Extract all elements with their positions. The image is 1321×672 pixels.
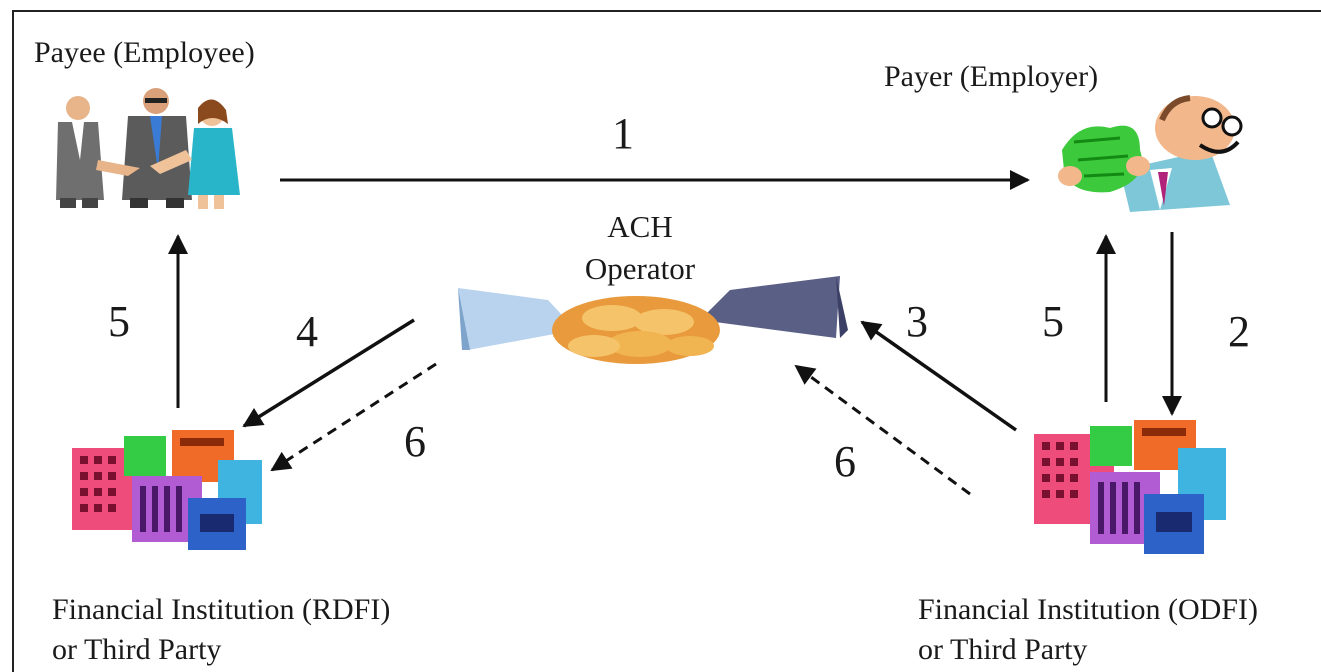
odfi-label-line1: Financial Institution (ODFI) bbox=[918, 593, 1258, 626]
odfi-buildings-icon bbox=[1034, 420, 1226, 554]
rdfi-buildings-icon bbox=[72, 430, 262, 550]
step-3-label: 3 bbox=[906, 297, 928, 346]
ach-label-line2: Operator bbox=[584, 251, 696, 286]
step-6-left-label: 6 bbox=[404, 417, 426, 466]
payee-people-icon bbox=[56, 88, 240, 209]
rdfi-label-line2: or Third Party bbox=[52, 633, 222, 666]
arrow-step-3 bbox=[860, 320, 1018, 432]
step-6-right-label: 6 bbox=[834, 437, 856, 486]
arrow-step-6-right bbox=[794, 364, 971, 496]
rdfi-label-line1: Financial Institution (RDFI) bbox=[52, 593, 391, 626]
ach-label-line1: ACH bbox=[607, 209, 673, 244]
payer-money-icon bbox=[1058, 95, 1243, 212]
step-2-label: 2 bbox=[1228, 307, 1250, 356]
payee-title: Payee (Employee) bbox=[34, 36, 255, 69]
step-4-label: 4 bbox=[296, 307, 318, 356]
ach-operator-label: ACH Operator bbox=[570, 206, 710, 290]
arrow-step-6-left bbox=[270, 362, 437, 472]
payer-title: Payer (Employer) bbox=[884, 60, 1099, 93]
odfi-label-line2: or Third Party bbox=[918, 633, 1088, 666]
step-1-label: 1 bbox=[612, 109, 634, 158]
rdfi-label: Financial Institution (RDFI) or Third Pa… bbox=[52, 590, 390, 670]
diagram-frame bbox=[12, 10, 1321, 672]
step-5-right-label: 5 bbox=[1042, 297, 1064, 346]
ach-handshake-icon bbox=[458, 276, 848, 364]
arrow-step-4 bbox=[242, 318, 415, 428]
odfi-label: Financial Institution (ODFI) or Third Pa… bbox=[918, 590, 1258, 670]
step-5-left-label: 5 bbox=[108, 297, 130, 346]
